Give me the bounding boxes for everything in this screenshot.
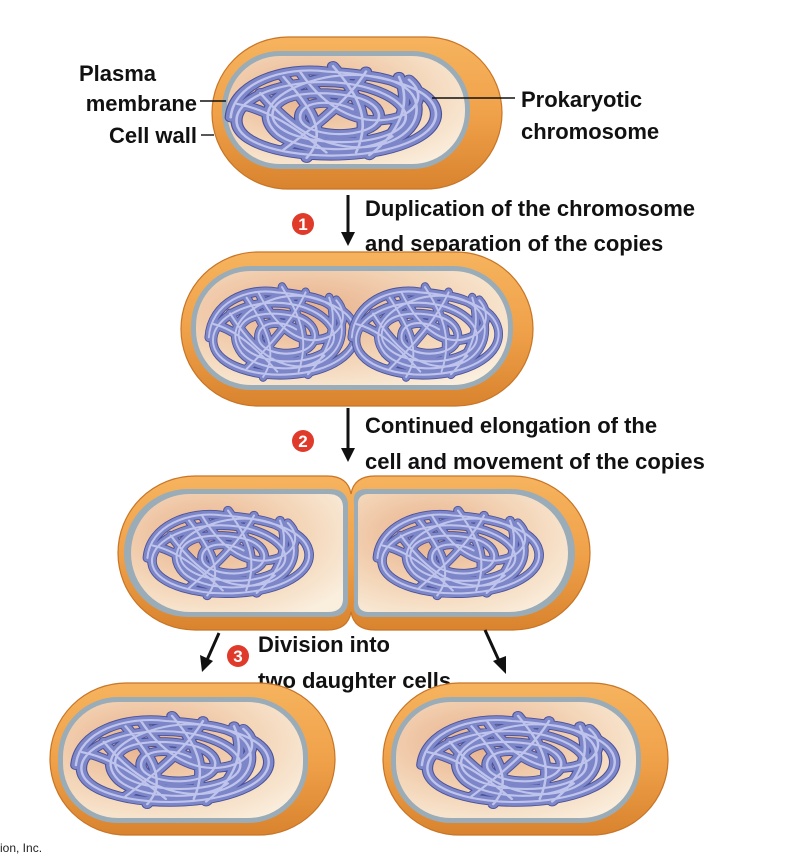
step-2-number: 2 [298, 432, 307, 451]
chromosome-copy-right [352, 287, 499, 377]
step-3-arrow-right [483, 629, 502, 664]
chromosome [422, 716, 615, 804]
step-3: 3 Division into two daughter cells [200, 629, 506, 693]
chromosome-copy-left [147, 511, 309, 596]
plasma-membrane-label-line1: Plasma [79, 61, 157, 86]
plasma-membrane-label-line2: membrane [86, 91, 197, 116]
step-2-text-line2: cell and movement of the copies [365, 449, 705, 474]
step-3-number: 3 [233, 647, 242, 666]
prokaryotic-chromosome-label-line2: chromosome [521, 119, 659, 144]
step-1-text-line1: Duplication of the chromosome [365, 196, 695, 221]
cell-elongated [180, 251, 534, 407]
copyright-credit: ion, Inc. [0, 841, 42, 855]
step-2-arrowhead [341, 448, 355, 462]
step-2: 2 Continued elongation of the cell and m… [292, 408, 705, 474]
chromosome-copy-left [209, 287, 356, 377]
step-2-text-line1: Continued elongation of the [365, 413, 657, 438]
step-1-badge [292, 213, 314, 235]
step-3-arrow-left [205, 632, 221, 661]
prokaryotic-chromosome-label-line1: Prokaryotic [521, 87, 642, 112]
step-1: 1 Duplication of the chromosome and sepa… [292, 195, 695, 256]
step-1-arrowhead [341, 232, 355, 246]
cell-wall-label: Cell wall [109, 123, 197, 148]
chromosome [76, 716, 269, 804]
cell-dividing [117, 475, 591, 631]
step-2-badge [292, 430, 314, 452]
step-3-badge [227, 645, 249, 667]
daughter-cell-right [382, 682, 669, 836]
daughter-cell-left [49, 682, 336, 836]
chromosome [231, 66, 436, 158]
step-3-arrowhead-left [200, 655, 213, 672]
step-1-number: 1 [298, 215, 307, 234]
chromosome-copy-right [377, 511, 539, 596]
cell-original [211, 36, 503, 190]
step-3-text-line1: Division into [258, 632, 390, 657]
step-3-arrowhead-right [493, 656, 506, 674]
